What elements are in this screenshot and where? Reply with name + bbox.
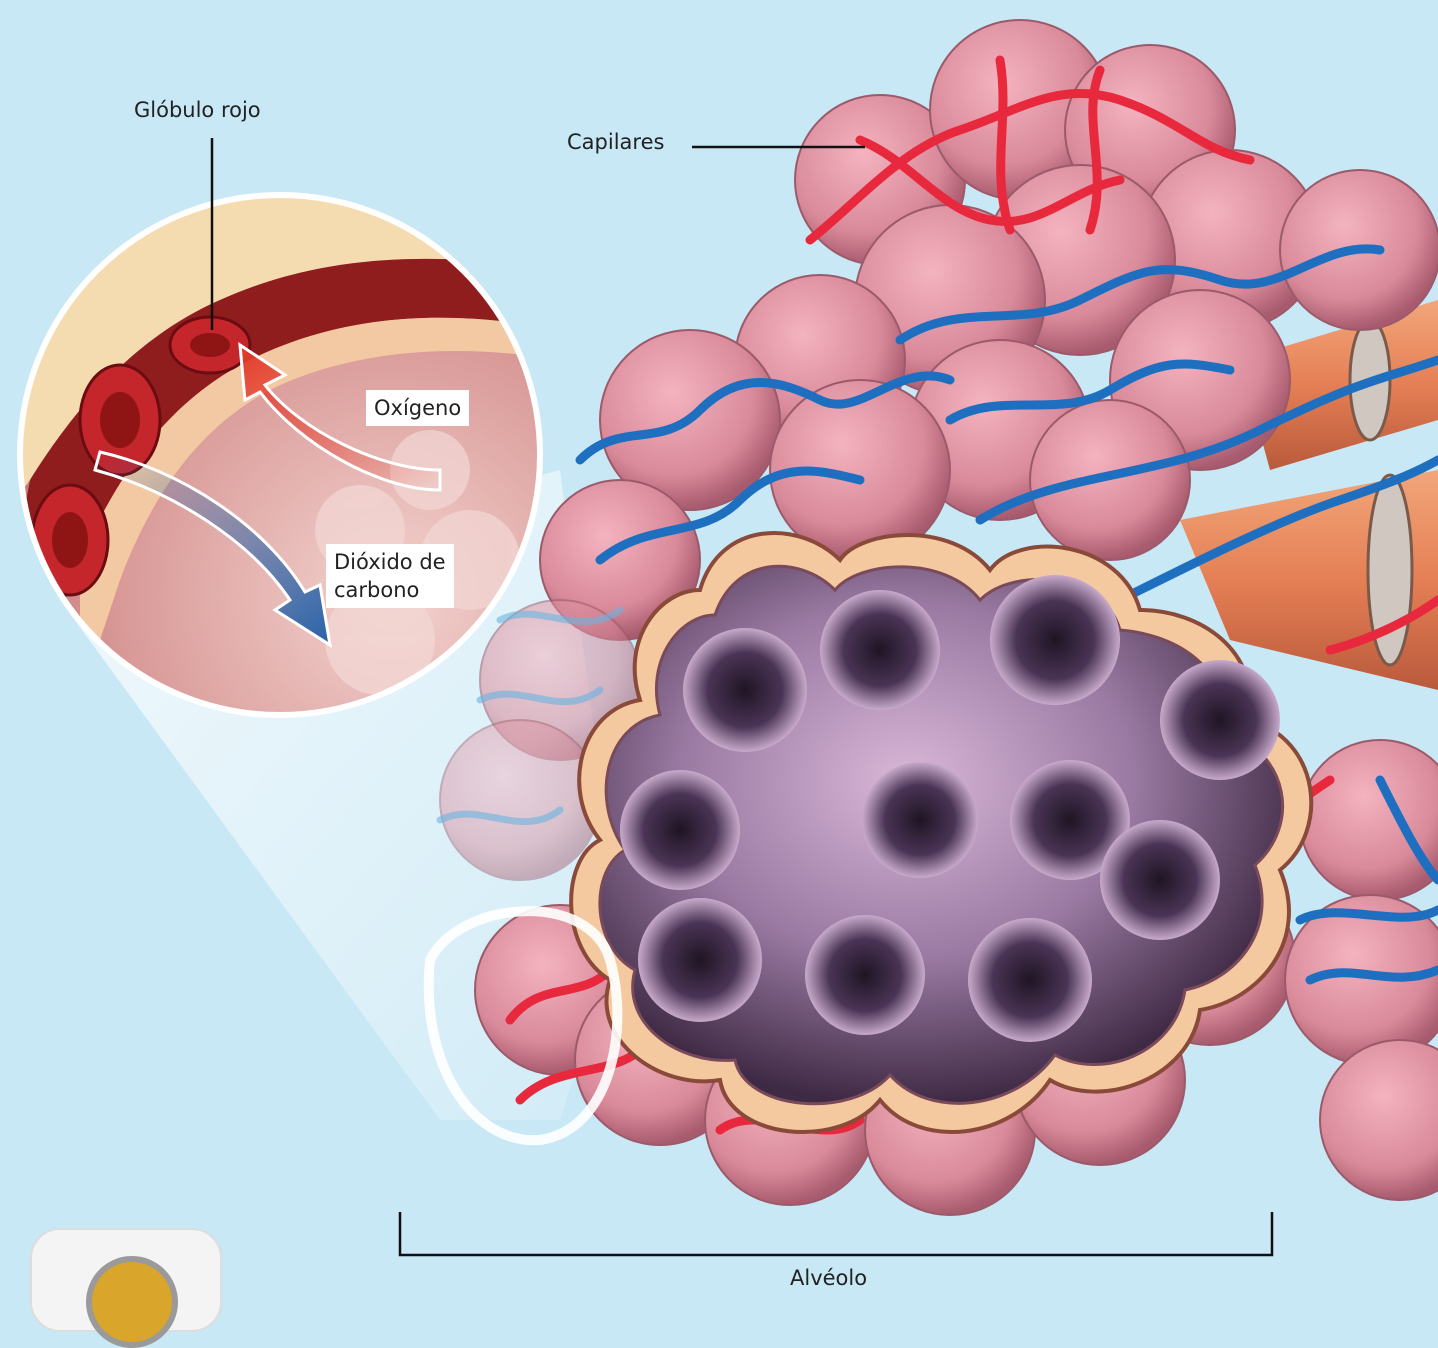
alveolus-bracket (400, 1212, 1272, 1255)
alveolus-label: Alvéolo (790, 1266, 867, 1290)
oxygen-label: Oxígeno (366, 390, 469, 426)
capillaries-label: Capilares (567, 130, 664, 154)
logo-ring-icon (86, 1256, 178, 1348)
carbon-dioxide-label: Dióxido de carbono (326, 544, 454, 608)
red-blood-cell-label: Glóbulo rojo (134, 98, 261, 122)
logo-badge-icon (30, 1228, 222, 1332)
alveolus-diagram (0, 0, 1438, 1294)
